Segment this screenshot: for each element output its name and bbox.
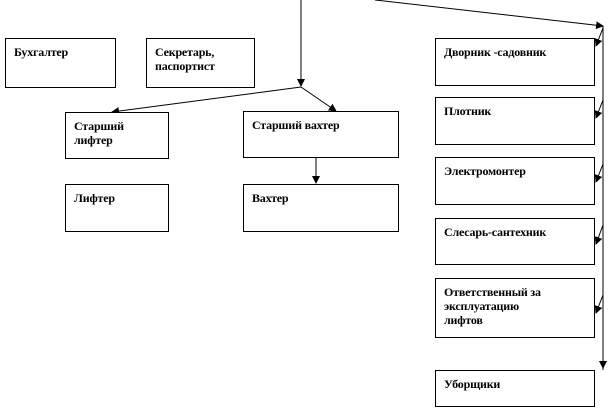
box-secretary: Секретарь, паспортист — [146, 38, 255, 88]
box-senior-watchman: Старший вахтер — [243, 111, 399, 158]
box-plumber: Слесарь-сантехник — [435, 218, 595, 265]
arrow-top-right — [374, 0, 604, 30]
box-cleaners-label: Уборщики — [444, 377, 501, 391]
box-janitor-gardener: Дворник -садовник — [435, 38, 595, 86]
box-watchman: Вахтер — [243, 184, 399, 232]
box-cleaners: Уборщики — [435, 370, 595, 407]
box-accountant-label: Бухгалтер — [14, 45, 69, 59]
box-electrician-label: Электромонтер — [444, 164, 526, 178]
arrow-to-electrician — [594, 163, 604, 183]
box-lift-operator: Лифтер — [65, 184, 169, 232]
box-lift-responsible-label: Ответственный за эксплуатацию лифтов — [444, 285, 541, 327]
box-accountant: Бухгалтер — [5, 38, 116, 88]
box-secretary-label: Секретарь, паспортист — [155, 45, 215, 73]
box-electrician: Электромонтер — [435, 157, 595, 205]
box-janitor-gardener-label: Дворник -садовник — [444, 45, 547, 59]
box-watchman-label: Вахтер — [252, 191, 289, 205]
box-senior-lift-operator-label: Старший лифтер — [74, 119, 124, 147]
arrow-to-lift-responsible — [594, 294, 604, 314]
arrow-to-senior-watchman — [300, 86, 337, 112]
box-senior-lift-operator: Старший лифтер — [65, 112, 169, 159]
box-carpenter-label: Плотник — [444, 104, 492, 118]
arrow-to-plumber — [594, 224, 604, 245]
arrow-to-senior-lift-operator — [111, 86, 302, 116]
box-senior-watchman-label: Старший вахтер — [252, 118, 340, 132]
box-carpenter: Плотник — [435, 97, 595, 145]
arrow-to-janitor-gardener — [594, 27, 604, 47]
box-lift-responsible: Ответственный за эксплуатацию лифтов — [435, 278, 595, 338]
box-lift-operator-label: Лифтер — [74, 191, 115, 205]
box-plumber-label: Слесарь-сантехник — [444, 225, 547, 239]
arrow-to-carpenter — [594, 99, 604, 119]
